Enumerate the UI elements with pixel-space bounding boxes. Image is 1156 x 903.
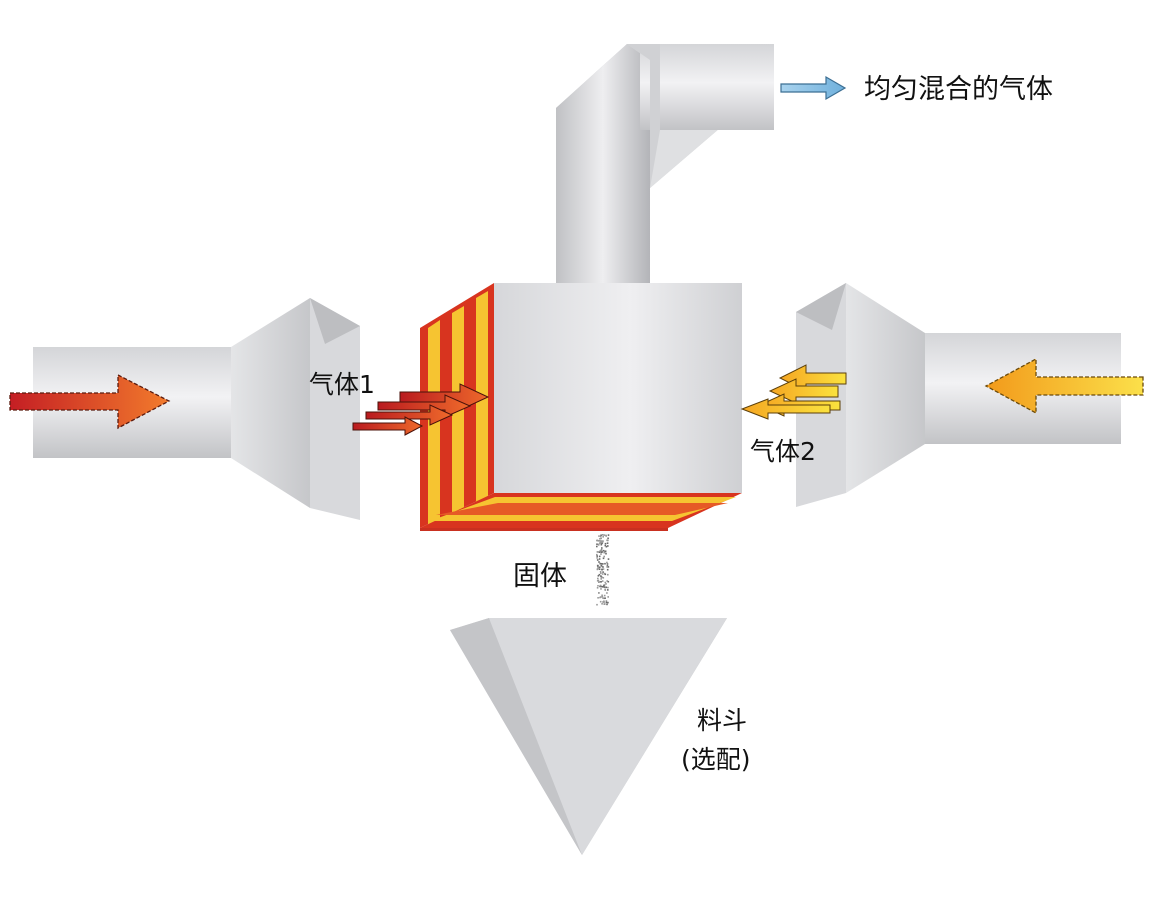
gas2-inlet-arrow-icon [984,357,1144,415]
outlet-label: 均匀混合的气体 [864,74,1053,105]
gas1-inlet-arrow-icon [9,373,171,430]
contact-chamber [420,283,742,531]
solid-label: 固体 [513,561,567,592]
gas1-label: 气体1 [309,370,375,399]
hopper [450,618,727,855]
gas2-flow-arrows-icon [740,364,847,420]
solid-stream-icon [596,534,610,606]
hopper-optional-label: (选配) [681,745,751,774]
outlet-pipe [556,44,774,286]
hopper-label: 料斗 [697,706,747,735]
left-inlet-duct [33,298,360,520]
outlet-arrow-icon [780,75,847,101]
gas2-label: 气体2 [750,437,816,466]
gas1-flow-arrows-icon [352,383,490,436]
